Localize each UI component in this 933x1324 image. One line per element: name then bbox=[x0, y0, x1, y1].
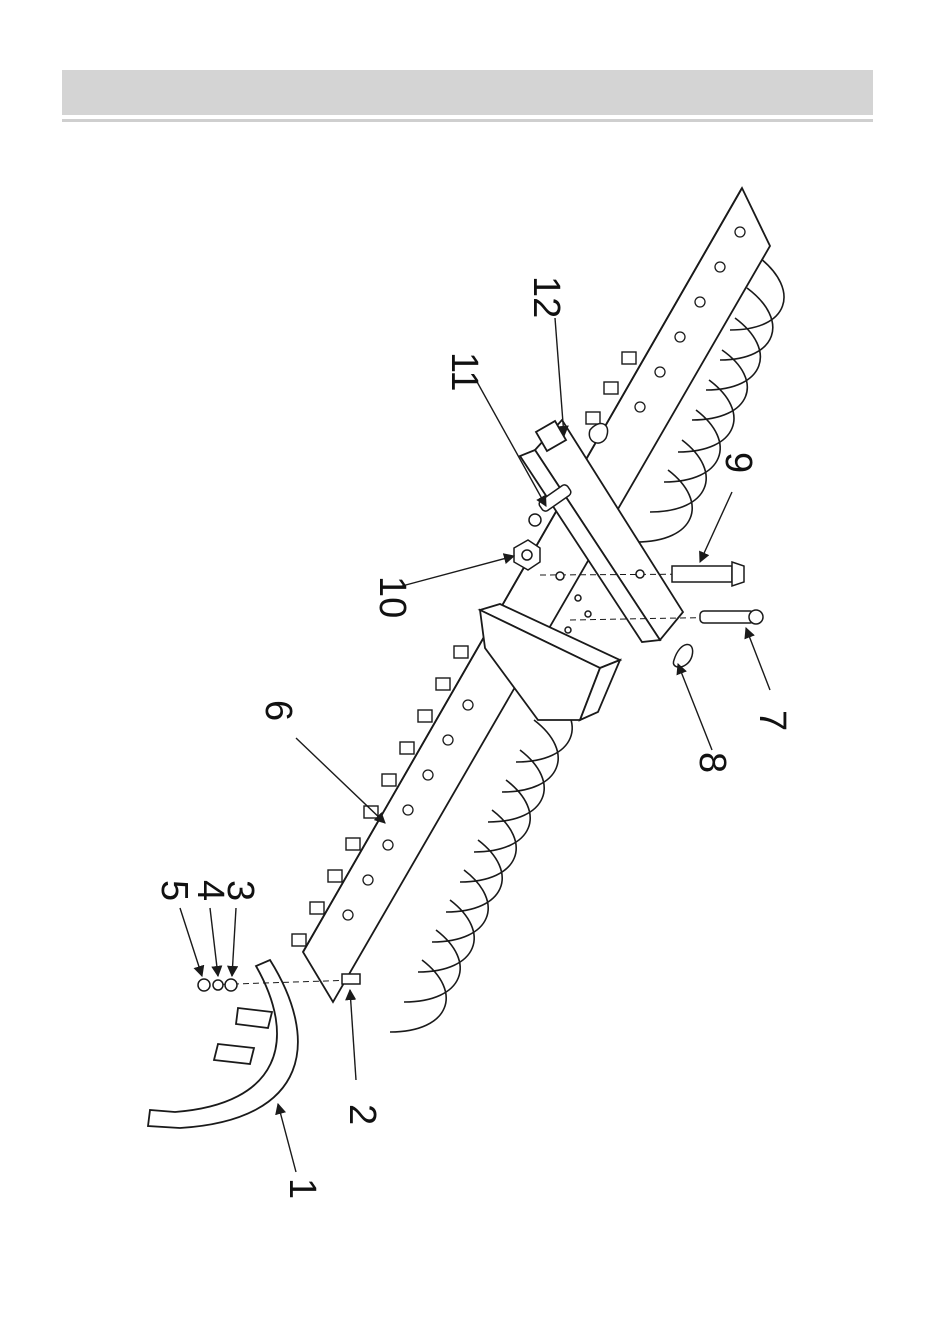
callout-2: 2 bbox=[341, 1104, 383, 1125]
callout-12: 12 bbox=[525, 276, 567, 318]
callout-7: 7 bbox=[751, 710, 793, 731]
callout-10: 10 bbox=[371, 576, 413, 618]
callout-9: 9 bbox=[717, 452, 759, 473]
callout-6: 6 bbox=[257, 700, 299, 721]
callout-11: 11 bbox=[443, 352, 485, 391]
callout-1: 1 bbox=[281, 1178, 323, 1199]
callout-8: 8 bbox=[691, 752, 733, 773]
callout-5: 5 bbox=[153, 880, 195, 901]
